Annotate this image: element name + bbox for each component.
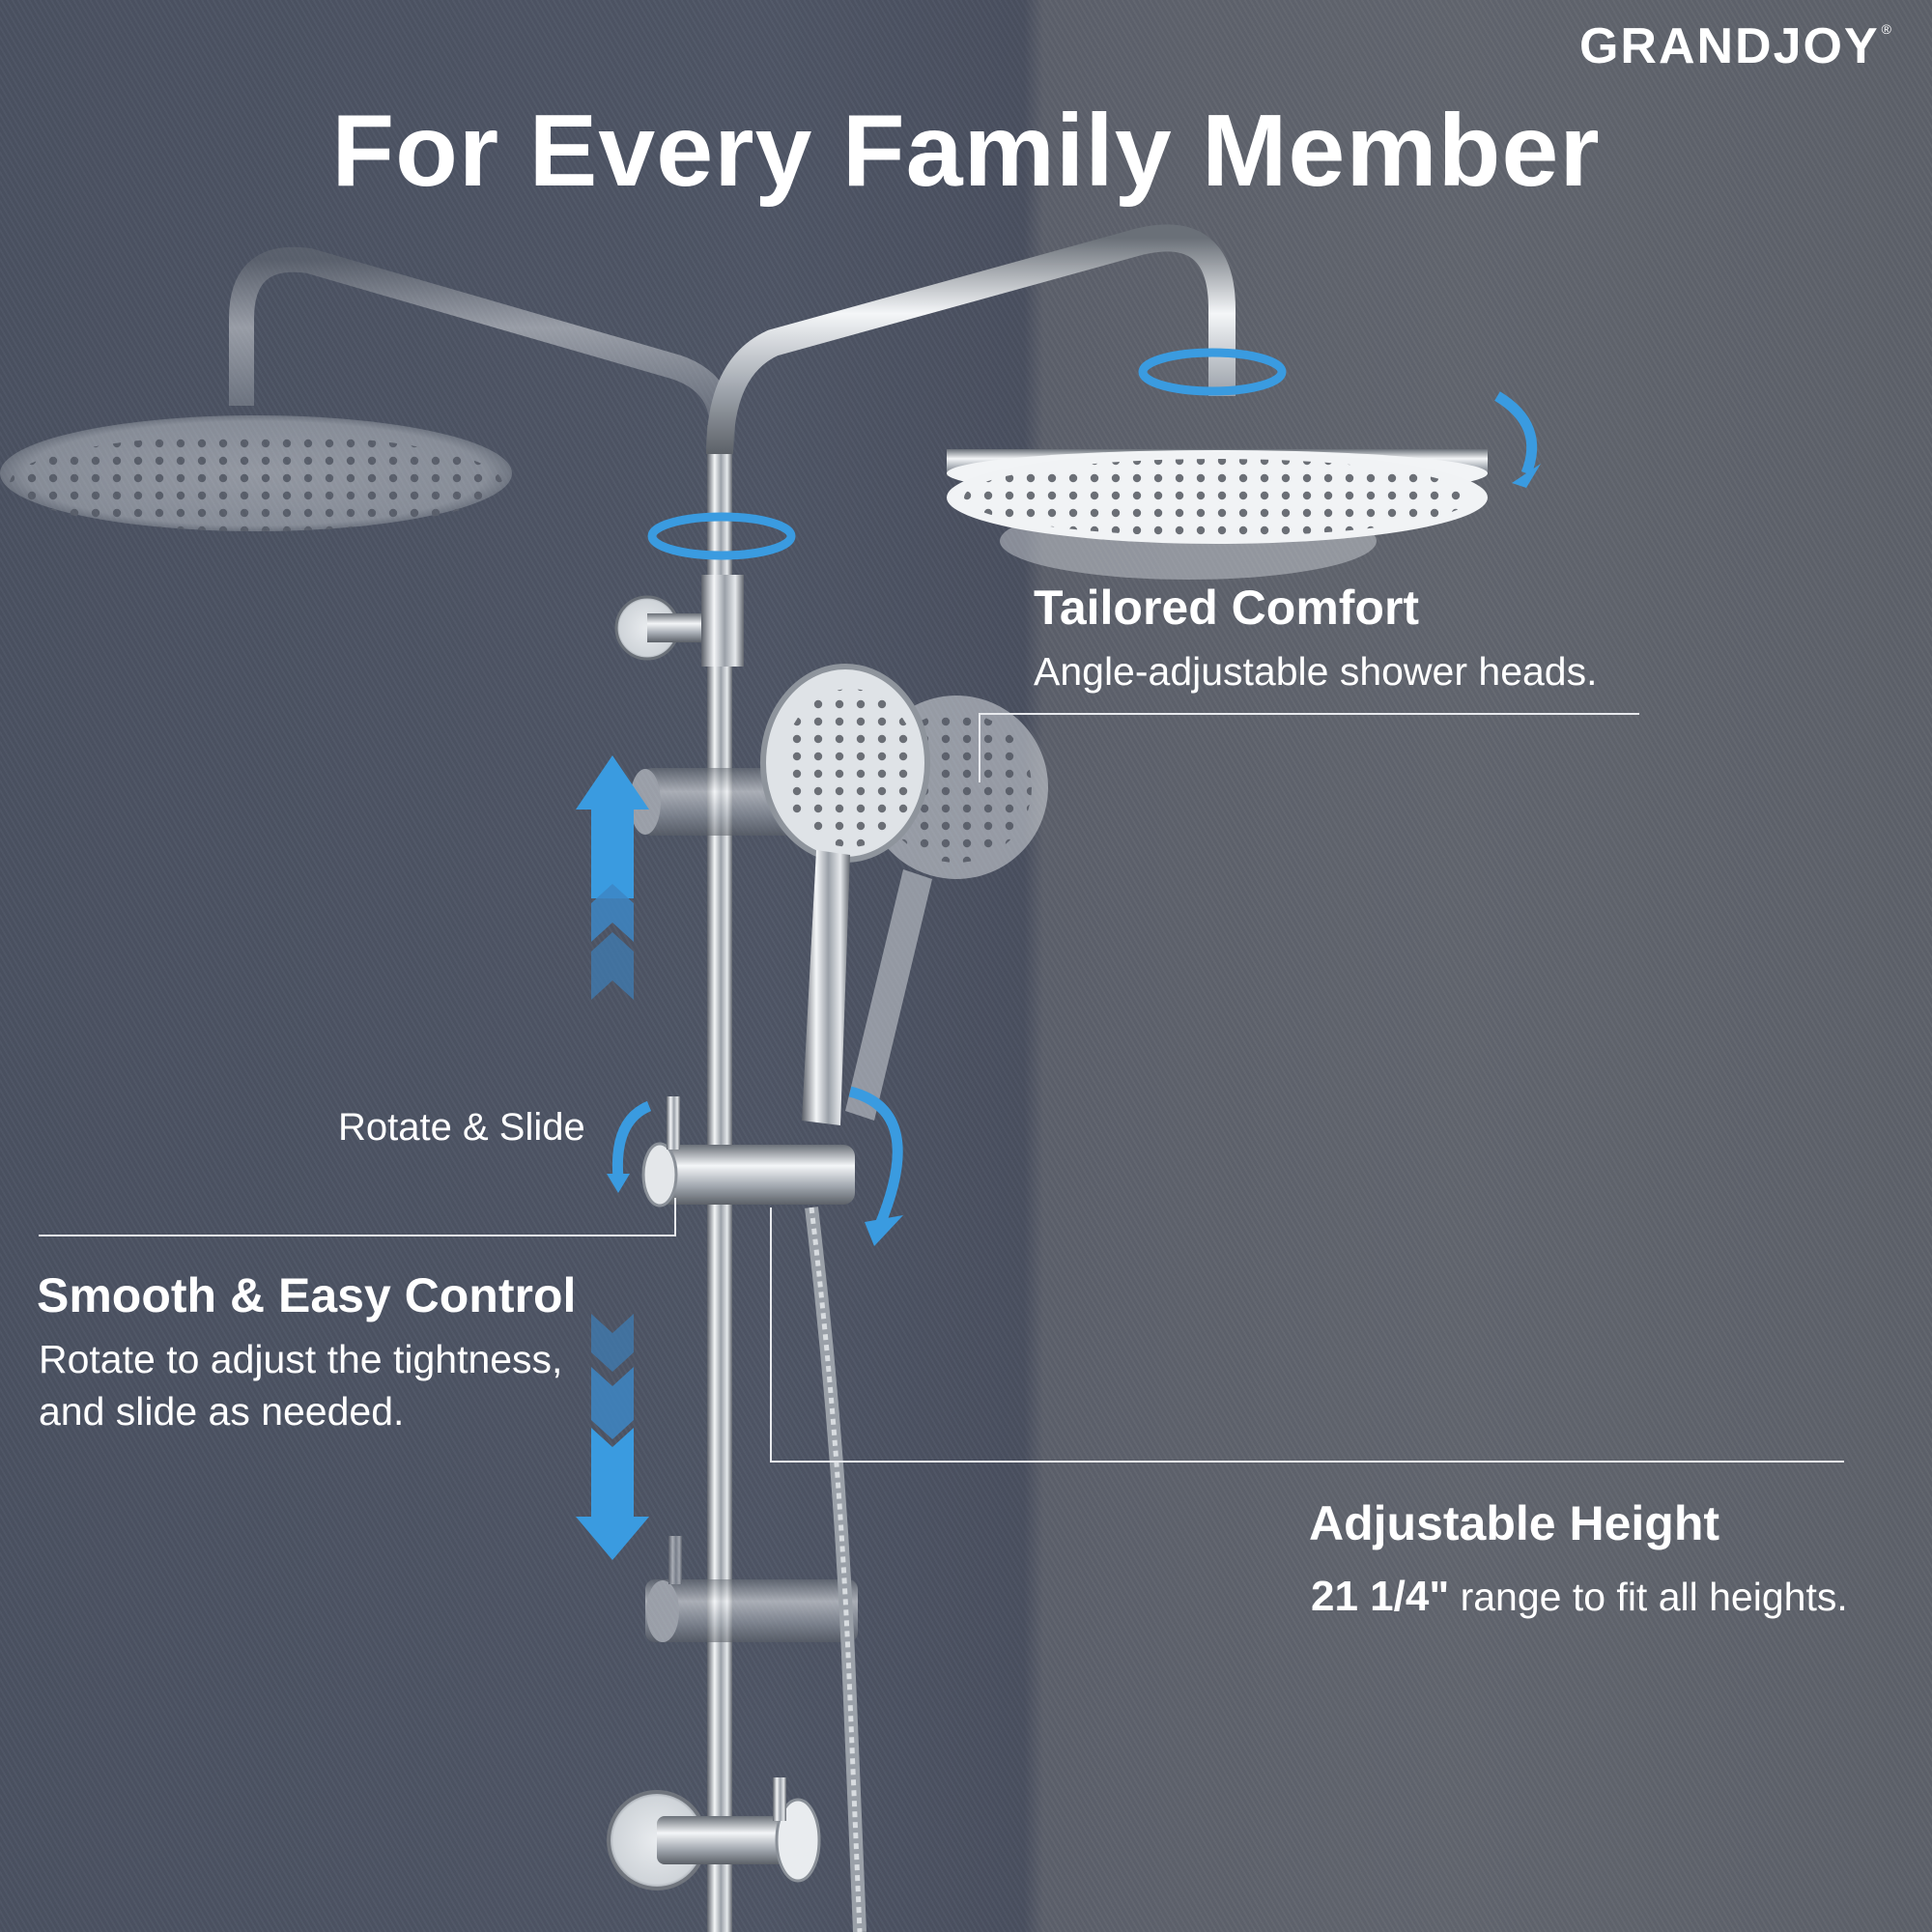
tilt-arrow-icon xyxy=(611,391,1538,1230)
smooth-control-title: Smooth & Easy Control xyxy=(37,1268,577,1322)
smooth-control-divider xyxy=(39,1235,676,1236)
smooth-control-description-line1: Rotate to adjust the tightness, xyxy=(39,1337,563,1381)
adjustable-height-description: 21 1/4" range to fit all heights. xyxy=(1311,1571,1848,1623)
up-arrow-icon xyxy=(576,755,649,1000)
adjustable-height-leader xyxy=(770,1208,772,1463)
height-range-value: 21 1/4" xyxy=(1311,1573,1450,1620)
tailored-comfort-title: Tailored Comfort xyxy=(1034,581,1420,635)
tailored-comfort-description: Angle-adjustable shower heads. xyxy=(1034,649,1598,694)
smooth-control-leader xyxy=(674,1198,676,1236)
rain-shower-head xyxy=(947,449,1488,580)
rotate-arrow-icon xyxy=(647,348,1287,560)
adjustable-height-divider xyxy=(770,1461,1844,1463)
ghost-rain-head xyxy=(0,246,735,531)
adjustable-slider xyxy=(641,1096,855,1208)
brand-logo: GRANDJOY® xyxy=(1579,17,1893,75)
tailored-comfort-leader xyxy=(979,715,980,782)
diverter-valve xyxy=(607,1777,821,1890)
down-arrow-icon xyxy=(576,1314,649,1560)
brand-name: GRANDJOY xyxy=(1578,18,1880,74)
tailored-comfort-divider xyxy=(979,713,1639,715)
wall-bracket xyxy=(614,575,744,667)
smooth-control-description-line2: and slide as needed. xyxy=(39,1389,405,1434)
handheld-shower xyxy=(760,664,930,1125)
page-headline: For Every Family Member xyxy=(331,94,1601,208)
registered-mark: ® xyxy=(1881,21,1893,37)
ghost-lower-slider xyxy=(645,1536,858,1642)
height-range-text: range to fit all heights. xyxy=(1449,1575,1848,1619)
adjustable-height-title: Adjustable Height xyxy=(1309,1496,1720,1550)
shower-arm xyxy=(706,224,1236,455)
rotate-slide-callout: Rotate & Slide xyxy=(338,1106,585,1149)
